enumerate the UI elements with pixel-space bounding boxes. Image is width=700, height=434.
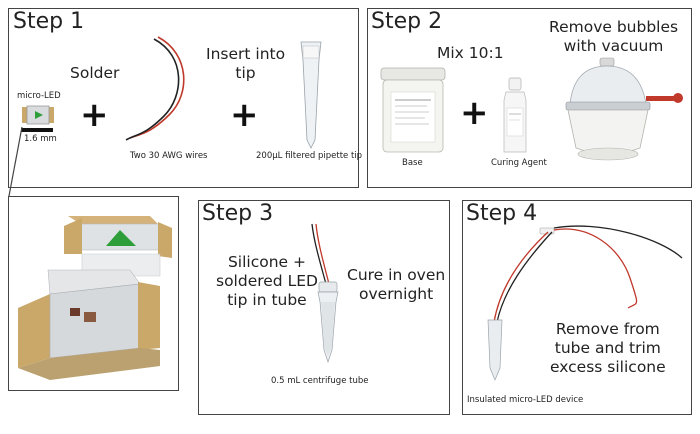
plus-icon: + (230, 95, 259, 135)
step3-title: Step 3 (202, 201, 274, 226)
solder-label: Solder (70, 64, 120, 82)
plus-icon: + (80, 95, 109, 135)
vacuum-desiccator-image (565, 57, 683, 161)
tip-label: 200µL filtered pipette tip (256, 151, 363, 161)
wires-label: Two 30 AWG wires (130, 151, 208, 161)
device-label: Insulated micro-LED device (467, 395, 584, 405)
step2-title: Step 2 (371, 9, 443, 34)
insulated-device-image (487, 225, 683, 381)
scale-label: 1.6 mm (24, 134, 57, 144)
micro-led-label: micro-LED (17, 91, 61, 101)
base-label: Base (402, 158, 423, 168)
base-jar-image (380, 67, 446, 153)
step1-panel (8, 8, 359, 188)
curing-agent-bottle-image (503, 77, 527, 153)
curing-agent-label: Curing Agent (491, 158, 547, 168)
led-closeup-image (18, 216, 172, 380)
scale-bar (21, 128, 53, 132)
wires-image (125, 36, 185, 141)
plus-icon: + (460, 93, 489, 133)
step1-title: Step 1 (13, 9, 85, 34)
tube-label: 0.5 mL centrifuge tube (271, 376, 369, 386)
magnify-lines (8, 126, 23, 197)
step4-title: Step 4 (466, 201, 538, 226)
pipette-tip-image (300, 41, 322, 149)
mix-label: Mix 10:1 (437, 44, 504, 62)
step4-panel (462, 200, 692, 415)
centrifuge-tube-image (311, 223, 339, 364)
micro-led-small-image (22, 105, 54, 125)
